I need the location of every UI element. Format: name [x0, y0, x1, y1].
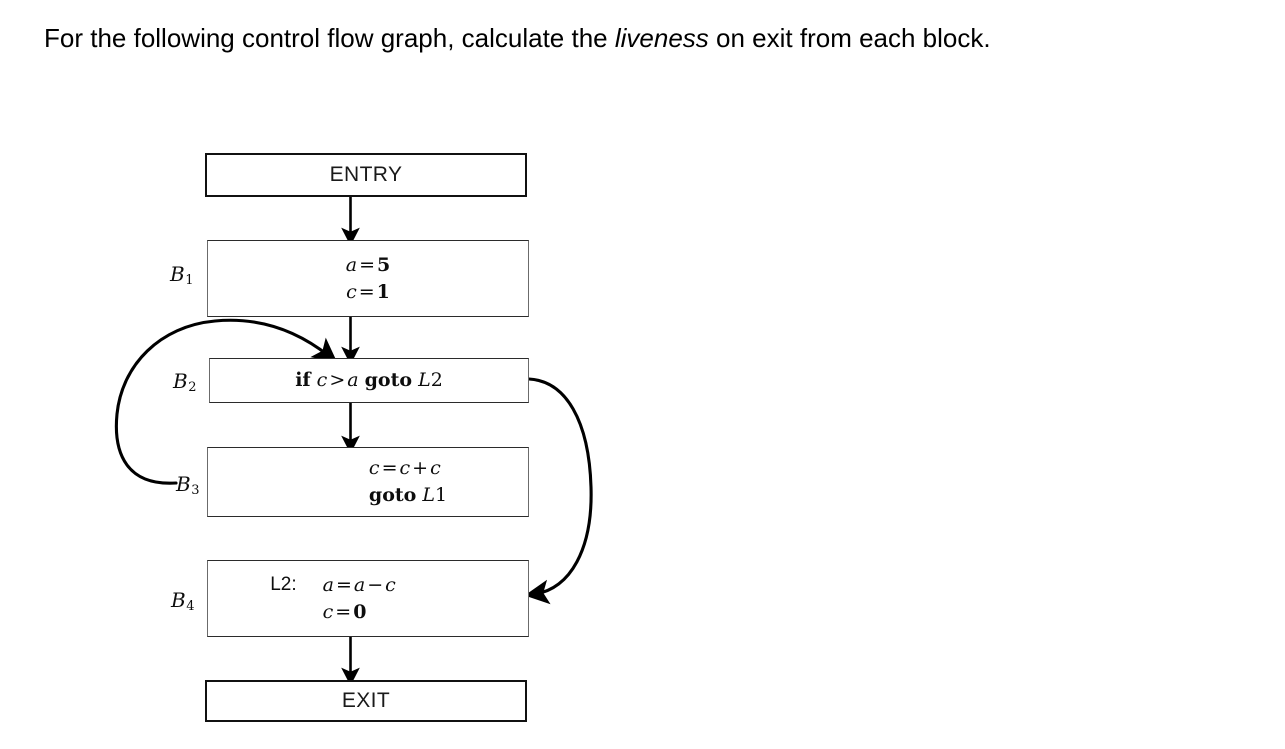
block-b4: L2: a=a−c c=0 — [207, 560, 529, 637]
block-b4-statements: a=a−c c=0 — [323, 572, 396, 626]
b4-l2-eq: = — [335, 600, 352, 623]
b4-l1-minus: − — [367, 573, 384, 596]
edge-b2-to-b4-branch — [524, 377, 593, 605]
b3-l1-plus: + — [412, 457, 429, 479]
block-b1-line-2: c=1 — [346, 279, 390, 306]
prompt-text-before: For the following control flow graph, ca… — [44, 23, 615, 53]
b3-l1-op2: c — [430, 457, 441, 479]
b4-code-label-l2: L2: — [270, 573, 297, 595]
b3-l1-lhs: c — [368, 457, 380, 479]
block-b1-line-1: a=5 — [346, 252, 390, 279]
b3-keyword-goto: goto — [368, 484, 417, 506]
block-b2: if c>a goto L2 — [209, 358, 529, 403]
page-title: For the following control flow graph, ca… — [44, 20, 1274, 56]
block-b3: c=c+c goto L1 — [207, 447, 529, 517]
b2-target-letter: L — [418, 369, 431, 391]
b4-l2-lhs: c — [322, 600, 334, 623]
block-tag-b2-index: 2 — [188, 380, 197, 396]
b2-cond-cmp: > — [329, 369, 346, 391]
b1-l1-rhs: 5 — [377, 253, 391, 276]
block-b3-line-1: c=c+c — [369, 455, 441, 482]
block-b4-line-2: c=0 — [323, 599, 367, 626]
block-entry: ENTRY — [205, 153, 527, 197]
b1-l1-eq: = — [359, 253, 375, 276]
block-tag-b1-letter: B — [170, 262, 185, 286]
b4-l1-op1: a — [353, 573, 366, 596]
block-b2-line-1: if c>a goto L2 — [295, 367, 443, 394]
b2-cond-left: c — [316, 369, 328, 391]
b1-l2-eq: = — [358, 280, 375, 303]
block-tag-b3: B3 — [176, 472, 199, 498]
block-exit: EXIT — [205, 680, 527, 722]
b2-target-num: 2 — [430, 369, 443, 391]
block-tag-b4-letter: B — [171, 588, 186, 612]
block-b1: a=5 c=1 — [207, 240, 529, 317]
edge-b3-to-b2-backedge — [114, 318, 338, 485]
b4-l1-op2: c — [385, 573, 396, 596]
block-tag-b1-index: 1 — [185, 273, 194, 289]
b2-keyword-if: if — [295, 369, 311, 391]
exit-label: EXIT — [341, 689, 391, 712]
block-tag-b2: B2 — [173, 369, 196, 395]
b3-l1-op1: c — [399, 457, 411, 479]
b3-target-num: 1 — [435, 484, 448, 506]
b2-cond-right: a — [347, 369, 359, 391]
b2-keyword-goto: goto — [364, 369, 413, 391]
block-tag-b4: B4 — [171, 588, 194, 614]
prompt-emphasis-liveness: liveness — [614, 23, 709, 53]
prompt-text-after: on exit from each block. — [708, 23, 991, 53]
block-b3-body: c=c+c goto L1 — [369, 455, 447, 509]
b3-l1-eq: = — [381, 457, 398, 479]
block-b3-line-2: goto L1 — [369, 482, 447, 509]
entry-label: ENTRY — [329, 163, 403, 186]
block-tag-b1: B1 — [170, 262, 193, 288]
block-tag-b2-letter: B — [173, 369, 188, 393]
block-tag-b3-index: 3 — [191, 483, 200, 499]
b4-l2-rhs: 0 — [353, 600, 367, 623]
b1-l2-lhs: c — [346, 280, 357, 303]
b4-l1-eq: = — [335, 573, 352, 596]
block-b4-body: L2: a=a−c c=0 — [270, 572, 396, 626]
block-b1-body: a=5 c=1 — [346, 252, 390, 306]
b4-l1-lhs: a — [322, 573, 334, 596]
b1-l2-rhs: 1 — [376, 280, 390, 303]
b3-target-letter: L — [422, 484, 435, 506]
b1-l1-lhs: a — [345, 253, 358, 276]
block-b4-line-1: a=a−c — [323, 572, 396, 599]
block-tag-b4-index: 4 — [186, 599, 195, 615]
block-tag-b3-letter: B — [176, 472, 191, 496]
